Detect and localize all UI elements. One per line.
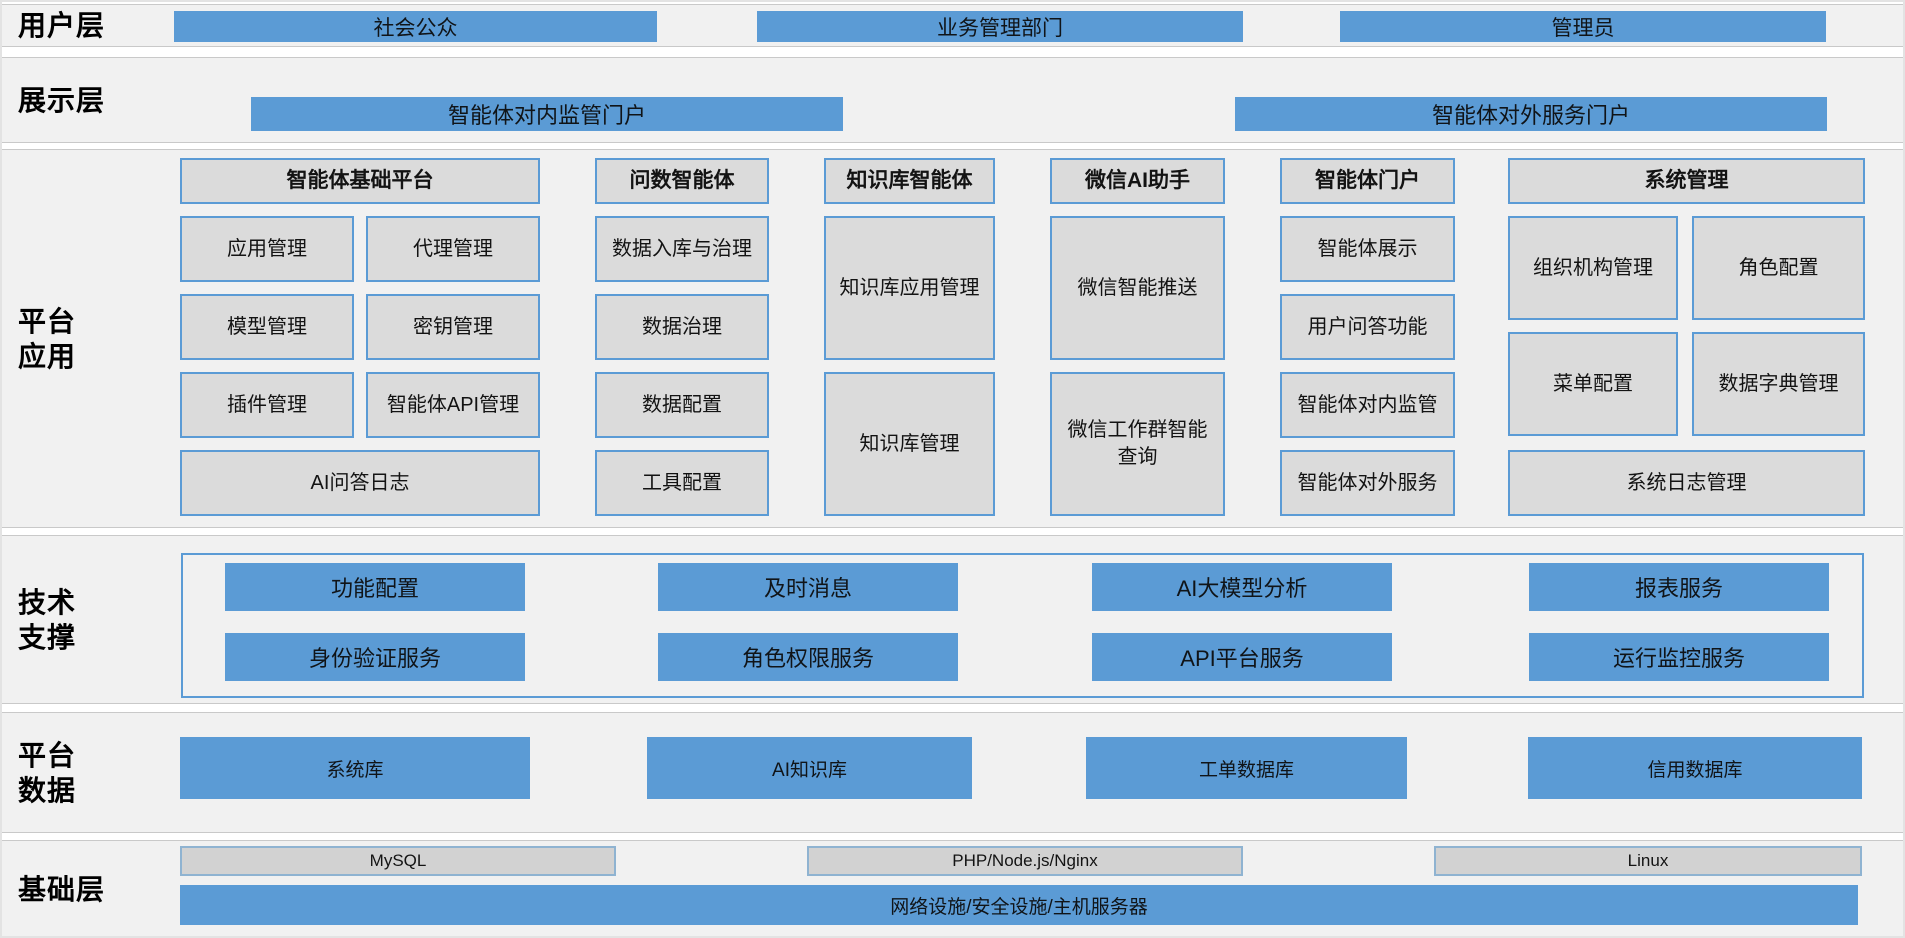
- tech-support-label-line2: 支撑: [18, 621, 77, 653]
- user-layer-label-text: 用户层: [18, 10, 106, 41]
- item-key-management: 密钥管理: [366, 294, 540, 360]
- item-agent-internal-supervision: 智能体对内监管: [1280, 372, 1455, 438]
- item-agent-showcase: 智能体展示: [1280, 216, 1455, 282]
- data-box-ai-knowledge-db: AI知识库: [647, 737, 972, 799]
- tech-box-role-permission-service: 角色权限服务: [658, 633, 958, 681]
- item-wechat-workgroup-smart-query: 微信工作群智能查询: [1050, 372, 1225, 516]
- tech-box-report-service: 报表服务: [1529, 563, 1829, 611]
- portal-internal-supervision-box: 智能体对内监管门户: [251, 97, 843, 131]
- item-data-ingest-governance: 数据入库与治理: [595, 216, 769, 282]
- base-box-linux: Linux: [1434, 846, 1862, 876]
- item-kb-app-management: 知识库应用管理: [824, 216, 995, 360]
- item-role-config: 角色配置: [1692, 216, 1865, 320]
- platform-app-label-line2: 应用: [18, 340, 77, 372]
- base-box-php-nodejs-nginx: PHP/Node.js/Nginx: [807, 846, 1243, 876]
- base-box-mysql: MySQL: [180, 846, 616, 876]
- user-layer-label: 用户层: [18, 5, 105, 46]
- tech-support-label: 技术 支撑: [18, 536, 76, 703]
- band-base-layer: 基础层 MySQL PHP/Node.js/Nginx Linux 网络设施/安…: [2, 840, 1903, 936]
- item-agent-api-management: 智能体API管理: [366, 372, 540, 438]
- tech-box-instant-message: 及时消息: [658, 563, 958, 611]
- item-system-log-management: 系统日志管理: [1508, 450, 1865, 516]
- item-data-dictionary-management: 数据字典管理: [1692, 332, 1865, 436]
- tech-box-operation-monitoring: 运行监控服务: [1529, 633, 1829, 681]
- display-layer-label-text: 展示层: [18, 84, 106, 116]
- data-box-credit-db: 信用数据库: [1528, 737, 1862, 799]
- base-layer-label: 基础层: [18, 841, 106, 936]
- group-header-wechat-ai-assistant: 微信AI助手: [1050, 158, 1225, 204]
- tech-box-function-config: 功能配置: [225, 563, 525, 611]
- platform-app-label: 平台 应用: [18, 150, 76, 527]
- user-box-admin: 管理员: [1340, 11, 1826, 42]
- user-box-business-dept: 业务管理部门: [757, 11, 1243, 42]
- group-header-system-management: 系统管理: [1508, 158, 1865, 204]
- platform-data-label: 平台 数据: [18, 713, 76, 832]
- band-user-layer: 用户层 社会公众 业务管理部门 管理员: [2, 4, 1903, 47]
- display-layer-label: 展示层: [18, 58, 105, 142]
- base-layer-label-text: 基础层: [18, 873, 106, 905]
- platform-data-label-line1: 平台: [18, 739, 77, 771]
- tech-box-identity-verification: 身份验证服务: [225, 633, 525, 681]
- group-header-knowledge-base-agent: 知识库智能体: [824, 158, 995, 204]
- group-header-agent-base-platform: 智能体基础平台: [180, 158, 540, 204]
- portal-external-service-box: 智能体对外服务门户: [1235, 97, 1827, 131]
- item-tool-config: 工具配置: [595, 450, 769, 516]
- item-agent-external-service: 智能体对外服务: [1280, 450, 1455, 516]
- item-plugin-management: 插件管理: [180, 372, 354, 438]
- group-header-agent-portal: 智能体门户: [1280, 158, 1455, 204]
- data-box-work-order-db: 工单数据库: [1086, 737, 1407, 799]
- tech-box-ai-llm-analysis: AI大模型分析: [1092, 563, 1392, 611]
- user-box-public: 社会公众: [174, 11, 657, 42]
- item-kb-management: 知识库管理: [824, 372, 995, 516]
- item-app-management: 应用管理: [180, 216, 354, 282]
- platform-data-label-line2: 数据: [18, 774, 77, 806]
- base-bar-infrastructure: 网络设施/安全设施/主机服务器: [180, 885, 1858, 925]
- item-user-qa-function: 用户问答功能: [1280, 294, 1455, 360]
- item-data-config: 数据配置: [595, 372, 769, 438]
- item-agent-proxy-management: 代理管理: [366, 216, 540, 282]
- band-platform-app-layer: 平台 应用 智能体基础平台 应用管理 代理管理 模型管理 密钥管理 插件管理 智…: [2, 149, 1903, 528]
- item-org-structure-management: 组织机构管理: [1508, 216, 1678, 320]
- band-tech-support-layer: 技术 支撑 功能配置 及时消息 AI大模型分析 报表服务 身份验证服务 角色权限…: [2, 535, 1903, 704]
- item-wechat-smart-push: 微信智能推送: [1050, 216, 1225, 360]
- item-ai-qa-log: AI问答日志: [180, 450, 540, 516]
- item-menu-config: 菜单配置: [1508, 332, 1678, 436]
- item-model-management: 模型管理: [180, 294, 354, 360]
- band-display-layer: 展示层 智能体对内监管门户 智能体对外服务门户: [2, 57, 1903, 143]
- platform-app-label-line1: 平台: [18, 305, 77, 337]
- data-box-system-db: 系统库: [180, 737, 530, 799]
- tech-support-label-line1: 技术: [18, 586, 77, 618]
- tech-support-container: [181, 553, 1864, 698]
- band-platform-data-layer: 平台 数据 系统库 AI知识库 工单数据库 信用数据库: [2, 712, 1903, 833]
- tech-box-api-platform-service: API平台服务: [1092, 633, 1392, 681]
- item-data-governance: 数据治理: [595, 294, 769, 360]
- group-header-data-query-agent: 问数智能体: [595, 158, 769, 204]
